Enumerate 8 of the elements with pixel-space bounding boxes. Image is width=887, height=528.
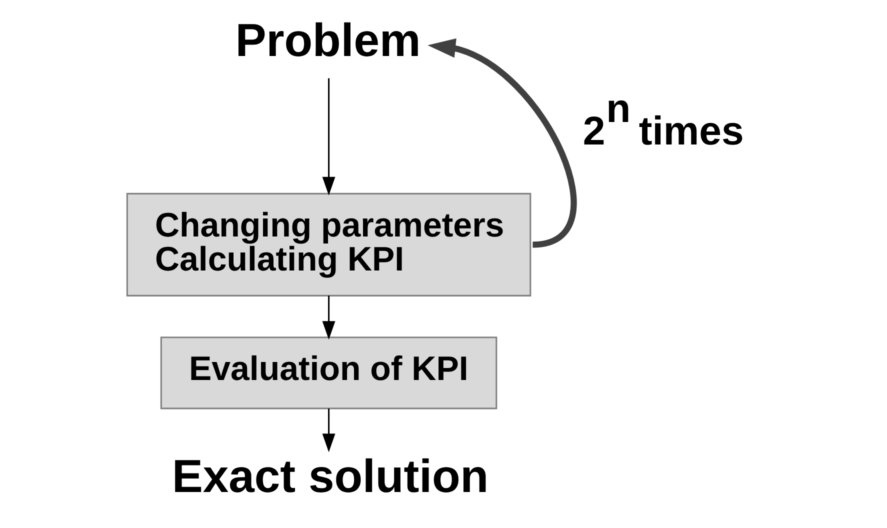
- arrow: [322, 78, 336, 196]
- arrow: [428, 38, 577, 248]
- arrow: [322, 408, 336, 452]
- arrow: [322, 296, 336, 340]
- node-text: Exact solution: [172, 450, 489, 502]
- node-box: Evaluation of KPI: [160, 336, 498, 410]
- node-box: Changing parameters Calculating KPI: [126, 192, 532, 296]
- node-text: Problem: [235, 14, 421, 66]
